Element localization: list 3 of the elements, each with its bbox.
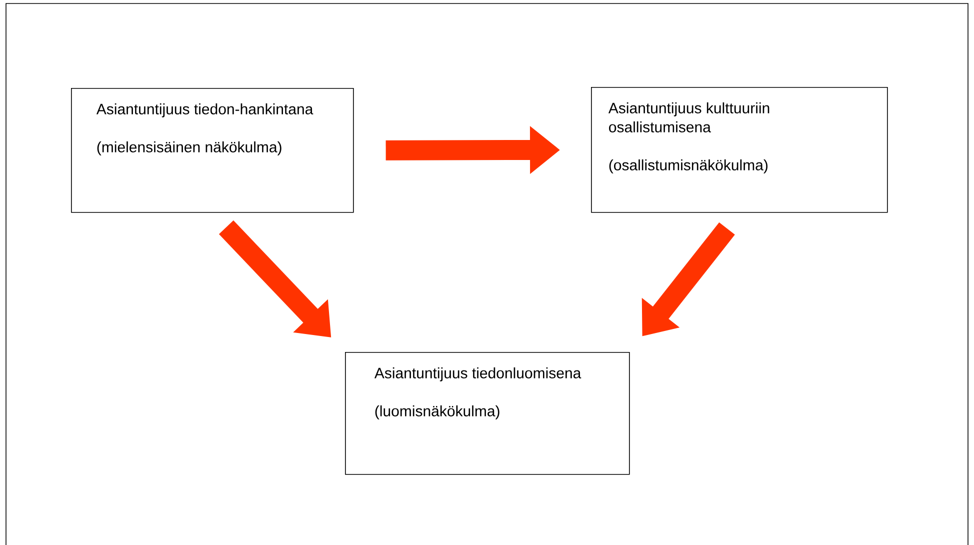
text-box: Asiantuntijuus tiedon-hankintana (mielensisäinen näkökulma) xyxy=(71,88,354,213)
text-box: Asiantuntijuus tiedonluomisena (luomisnäkökulma) xyxy=(345,352,630,475)
text-box: Asiantuntijuus kulttuuriin osallistumisena (osallistumisnäkökulma) xyxy=(591,86,888,213)
